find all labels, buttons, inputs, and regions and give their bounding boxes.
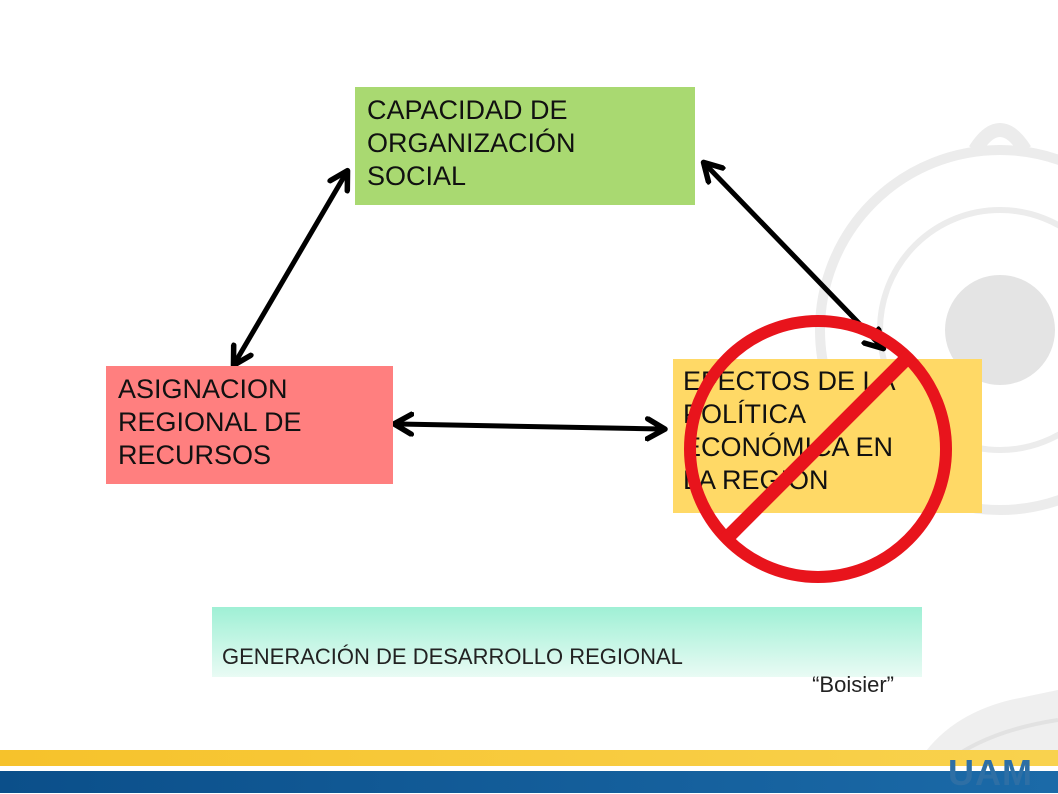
box-asignacion-recursos: ASIGNACION REGIONAL DE RECURSOS (106, 366, 393, 484)
box-generacion-desarrollo: GENERACIÓN DE DESARROLLO REGIONAL “Boisi… (212, 607, 922, 697)
bottom-title: GENERACIÓN DE DESARROLLO REGIONAL (222, 644, 683, 669)
arrow-top-to-right (707, 166, 880, 345)
footer-band-separator (0, 766, 1058, 771)
arrow-left-to-right (399, 424, 660, 429)
uam-logo: UAM (948, 752, 1033, 793)
box-capacidad-organizacion: CAPACIDAD DE ORGANIZACIÓN SOCIAL (355, 87, 695, 205)
footer-band-blue (0, 771, 1058, 793)
footer-band-gold (0, 750, 1058, 766)
arrow-left-to-top (236, 175, 345, 361)
bottom-author: “Boisier” (812, 672, 894, 697)
